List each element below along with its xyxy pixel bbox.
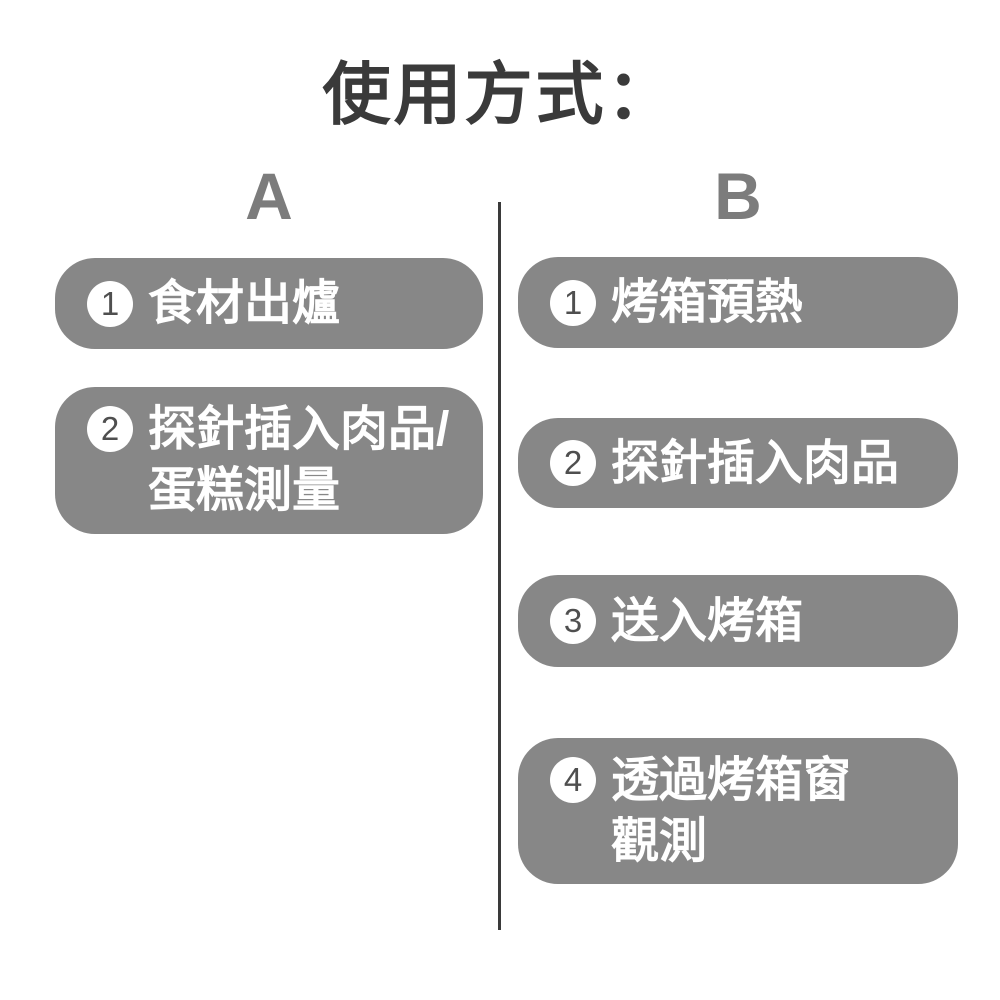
column-a-label: A: [245, 159, 293, 233]
step-box-a1: 1 食材出爐: [55, 258, 483, 349]
step-number-badge: 3: [550, 598, 596, 644]
step-box-a2: 2 探針插入肉品/ 蛋糕測量: [55, 387, 483, 534]
step-text: 食材出爐: [148, 273, 340, 334]
step-box-b4: 4 透過烤箱窗 觀測: [518, 738, 958, 884]
step-text: 探針插入肉品/ 蛋糕測量: [148, 399, 449, 521]
step-number-badge: 2: [87, 406, 133, 452]
step-text-line: 食材出爐: [148, 277, 341, 330]
step-text: 透過烤箱窗 觀測: [611, 750, 851, 872]
step-text-line: 送入烤箱: [611, 594, 804, 648]
step-text: 探針插入肉品: [611, 433, 899, 494]
step-text-line: 透過烤箱窗: [611, 754, 852, 807]
step-text-line: 蛋糕測量: [148, 464, 341, 517]
step-number: 1: [563, 283, 583, 321]
step-text: 送入烤箱: [611, 591, 803, 652]
step-text-line: 觀測: [611, 815, 708, 868]
step-number: 1: [100, 284, 120, 322]
step-number: 2: [100, 410, 120, 447]
column-b-label: B: [714, 159, 762, 233]
step-text-line: 探針插入肉品/: [148, 403, 450, 456]
step-number: 2: [563, 444, 583, 481]
page-title: 使用方式：: [322, 57, 678, 133]
step-number: 4: [563, 761, 583, 798]
step-text-line: 烤箱預熱: [611, 276, 804, 329]
step-number-badge: 2: [550, 440, 596, 486]
step-number-badge: 1: [550, 279, 596, 326]
step-box-b1: 1 烤箱預熱: [518, 257, 958, 348]
step-text: 烤箱預熱: [611, 272, 803, 333]
step-box-b2: 2 探針插入肉品: [518, 418, 958, 508]
step-text-line: 探針插入肉品: [611, 436, 900, 490]
column-divider-line: [498, 202, 501, 930]
step-number: 3: [563, 602, 583, 639]
step-number-badge: 1: [87, 280, 133, 327]
step-number-badge: 4: [550, 757, 596, 803]
step-box-b3: 3 送入烤箱: [518, 575, 958, 667]
